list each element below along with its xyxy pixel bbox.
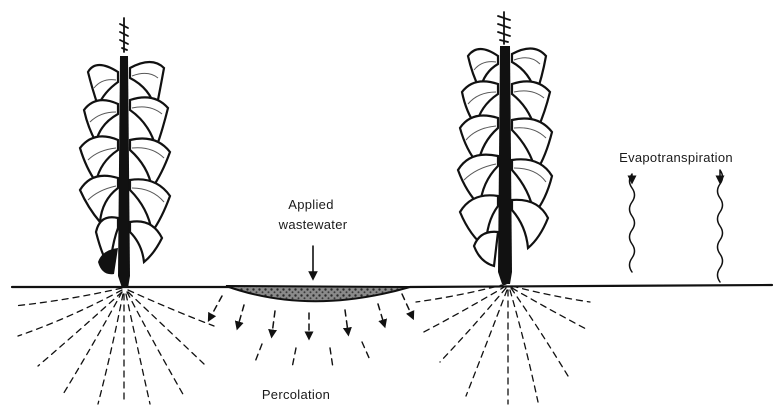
- evapotranspiration-arrows: [630, 170, 723, 282]
- corn-plant-right: [458, 12, 552, 284]
- percolation-label: Percolation: [262, 387, 330, 402]
- applied-wastewater-label-line2: wastewater: [278, 217, 348, 232]
- percolation-arrows: [210, 294, 412, 368]
- roots-right: [416, 284, 590, 404]
- corn-plant-left: [80, 18, 170, 288]
- applied-wastewater-label-line1: Applied: [288, 197, 333, 212]
- ponded-wastewater: [226, 286, 410, 301]
- roots-left: [14, 288, 214, 404]
- evapotranspiration-label: Evapotranspiration: [619, 150, 733, 165]
